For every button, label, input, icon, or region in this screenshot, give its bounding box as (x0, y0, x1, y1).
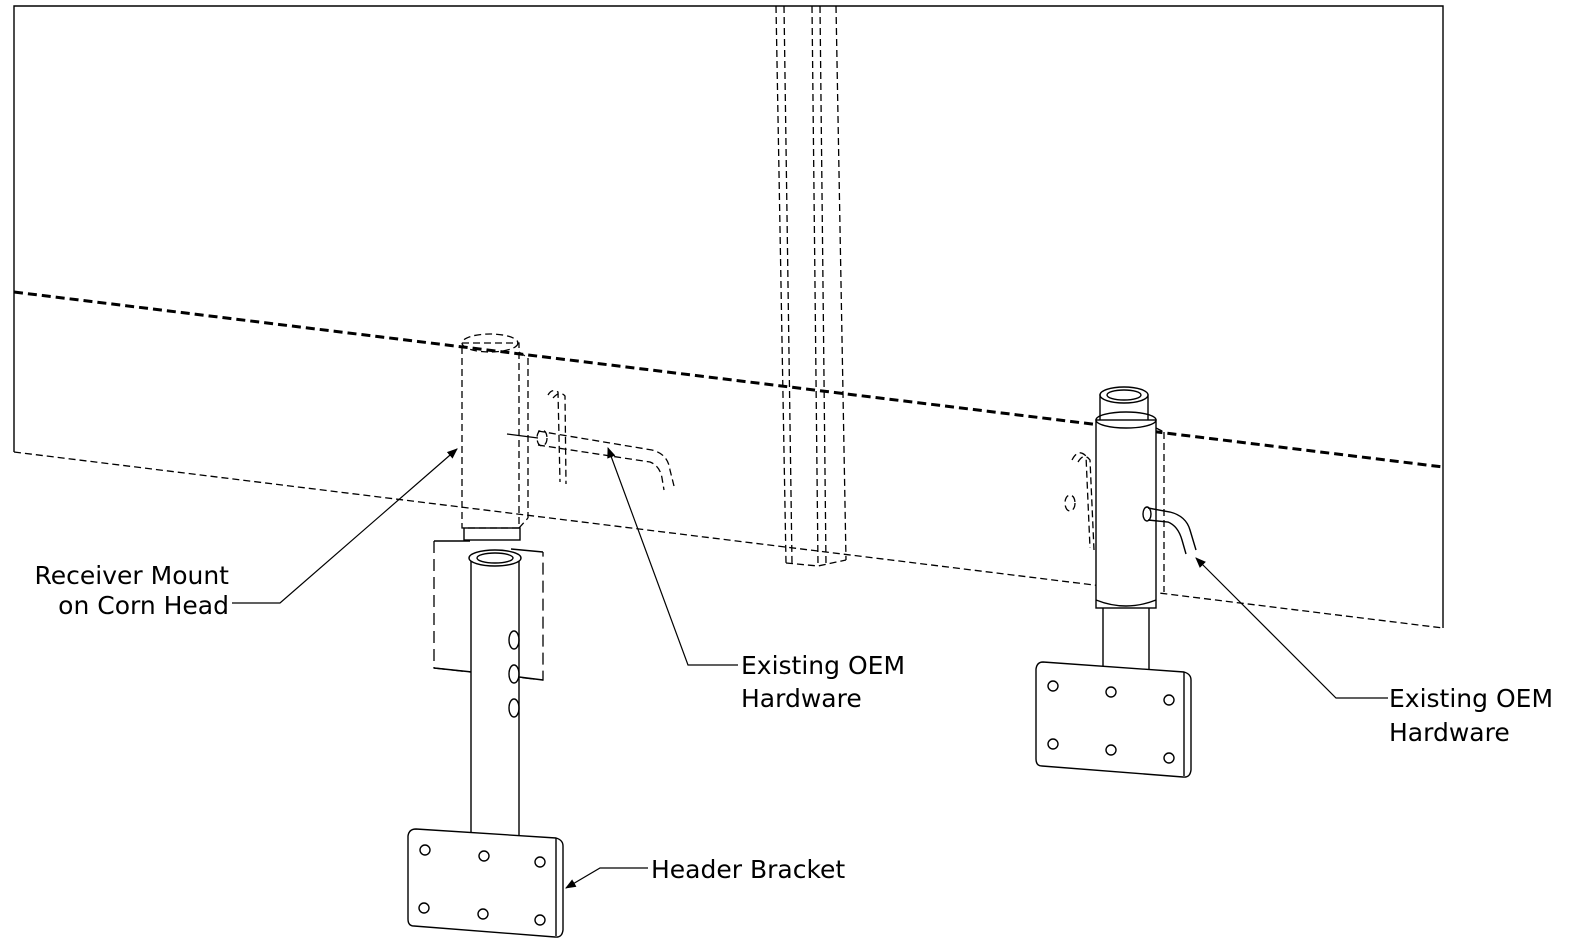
receiver-mount-label-line1: Receiver Mount (35, 561, 230, 590)
right-receiver-assembly (1035, 386, 1197, 778)
center-post (775, 5, 847, 567)
oem-hardware-left-label-line1: Existing OEM (741, 651, 905, 680)
oem-hardware-right-label-line1: Existing OEM (1389, 684, 1553, 713)
leader-lines (232, 446, 1388, 889)
oem-hardware-right-label-line2: Hardware (1389, 718, 1510, 747)
corn-head-panel (13, 5, 1444, 629)
receiver-mount-label-line2: on Corn Head (58, 591, 229, 620)
oem-hardware-left-label-line2: Hardware (741, 684, 862, 713)
left-header-bracket-assembly (407, 540, 564, 938)
left-receiver-mount (461, 333, 529, 541)
left-oem-pin (506, 389, 675, 491)
header-bracket-label: Header Bracket (651, 855, 845, 884)
